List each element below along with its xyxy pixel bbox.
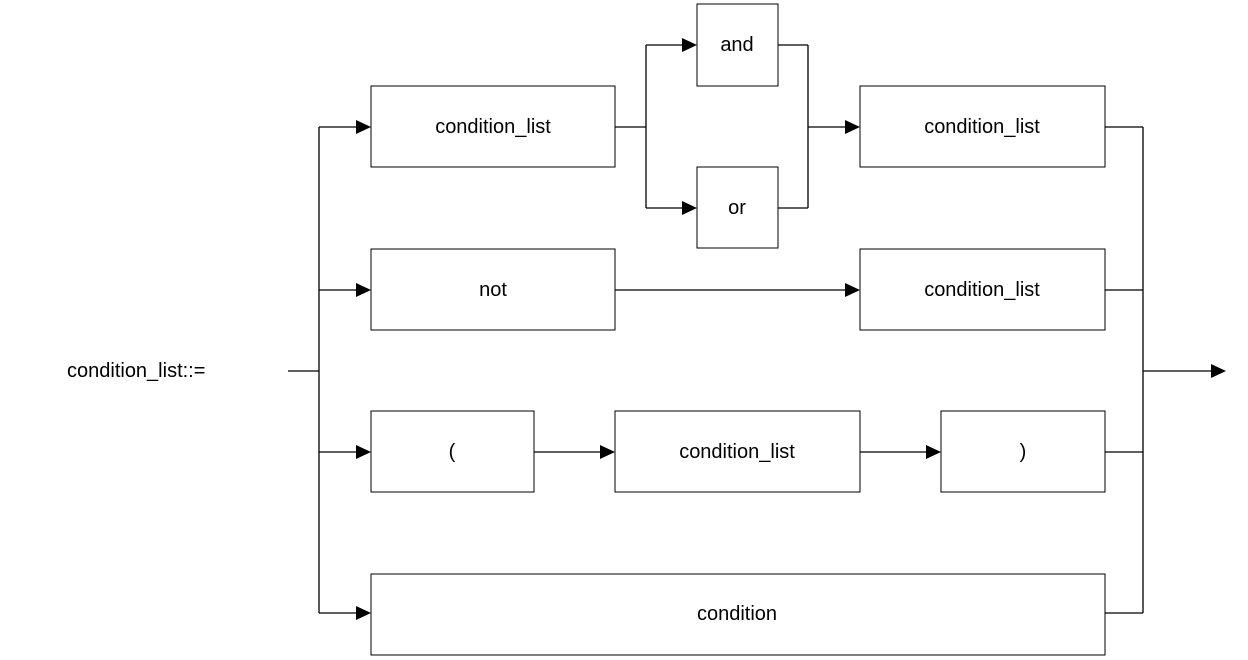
arrowhead [845, 283, 860, 297]
arrowhead [682, 38, 697, 52]
arrowhead [356, 120, 371, 134]
box-label: not [479, 279, 507, 301]
arrowhead [926, 445, 941, 459]
arrowhead [682, 201, 697, 215]
connector-lines [288, 44, 1211, 614]
box-row2-condition-list: condition_list [859, 248, 1106, 331]
exit-arrowhead [1211, 364, 1226, 378]
box-label: condition_list [435, 116, 551, 138]
box-and: and [696, 3, 779, 87]
box-label: condition [697, 603, 777, 625]
box-label: and [720, 34, 753, 56]
box-open-paren: ( [370, 410, 535, 493]
box-or: or [696, 166, 779, 249]
arrowhead [600, 445, 615, 459]
box-label: condition_list [679, 441, 795, 463]
box-label: condition_list [924, 116, 1040, 138]
rule-label: condition_list::= [67, 360, 205, 382]
box-label: ) [1020, 441, 1027, 463]
box-not: not [370, 248, 616, 331]
box-row1-condition-list-right: condition_list [859, 85, 1106, 168]
arrowheads [356, 38, 1226, 620]
box-close-paren: ) [940, 410, 1106, 493]
arrowhead [356, 445, 371, 459]
box-condition: condition [370, 573, 1106, 656]
box-label: or [728, 197, 746, 219]
box-label: ( [449, 441, 456, 463]
box-label: condition_list [924, 279, 1040, 301]
box-row3-condition-list: condition_list [614, 410, 861, 493]
arrowhead [356, 283, 371, 297]
arrowhead [845, 120, 860, 134]
arrowhead [356, 606, 371, 620]
box-row1-condition-list: condition_list [370, 85, 616, 168]
